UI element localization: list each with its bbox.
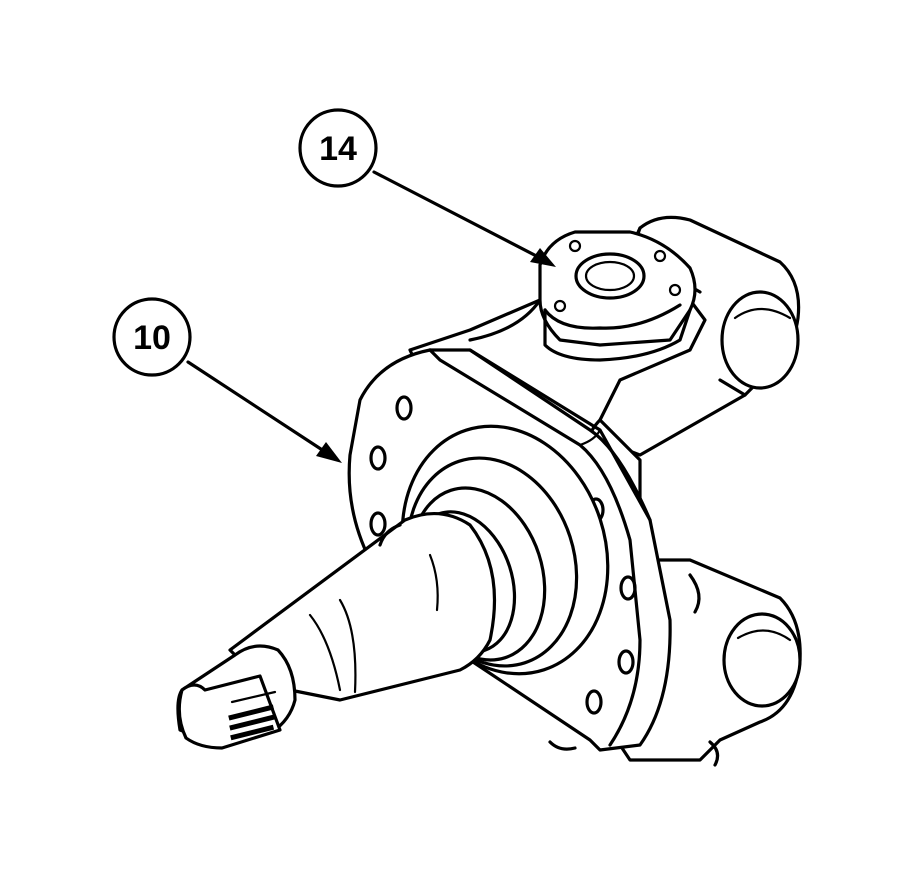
threaded-tip xyxy=(176,644,297,750)
flange-bolt-hole xyxy=(585,689,603,715)
tapered-spindle xyxy=(228,511,497,702)
leader-line xyxy=(372,170,550,264)
arrowhead xyxy=(316,442,342,463)
callout-14: 14 xyxy=(298,108,556,267)
flange-bolt-hole xyxy=(619,575,637,601)
flange-bolt-hole xyxy=(617,649,635,675)
lower-eye-bore xyxy=(722,612,802,708)
upper-eye-bore xyxy=(720,290,800,390)
arrowhead xyxy=(530,248,556,267)
pad-bolt-hole xyxy=(553,299,567,313)
callout-10: 10 xyxy=(112,297,342,463)
flange-bolt-hole xyxy=(369,445,387,471)
steering-arm-pad xyxy=(538,230,697,362)
pad-bolt-hole xyxy=(568,239,582,253)
callout-circle xyxy=(112,297,192,377)
callout-circle xyxy=(298,108,378,188)
flange-bolt-hole xyxy=(395,395,413,421)
callout-label: 14 xyxy=(319,130,357,168)
pad-bolt-hole xyxy=(668,283,682,297)
flange-bolt-hole xyxy=(369,511,387,537)
callout-label: 10 xyxy=(133,319,171,357)
pad-bolt-hole xyxy=(653,249,667,263)
leader-line xyxy=(186,360,332,457)
